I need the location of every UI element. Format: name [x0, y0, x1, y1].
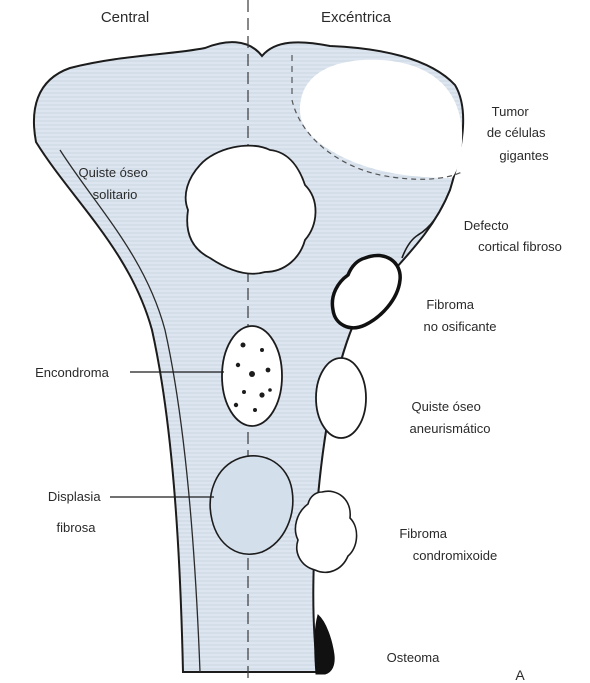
label-osteoma: Osteoma [387, 650, 441, 665]
label-fibroma-no-osificante: Fibroma no osificante [424, 297, 497, 334]
label-encondroma: Encondroma [35, 365, 109, 380]
aneurysmal-bone-cyst-lesion [316, 358, 366, 438]
label-defecto-cortical-fibroso: Defecto cortical fibroso [464, 218, 562, 254]
header-excentrica: Excéntrica [321, 9, 392, 26]
label-quiste-oseo-aneurismatico: Quiste óseo aneurismático [410, 399, 491, 436]
header-central: Central [101, 9, 149, 26]
panel-label: A [515, 667, 525, 683]
label-displasia-fibrosa: Displasia fibrosa [48, 489, 104, 535]
solitary-bone-cyst-lesion [186, 146, 316, 274]
label-tumor-celulas-gigantes: Tumor de células gigantes [487, 104, 549, 163]
osteoma-lesion [315, 615, 335, 674]
label-fibroma-condromixoide: Fibroma condromixoide [399, 526, 497, 563]
